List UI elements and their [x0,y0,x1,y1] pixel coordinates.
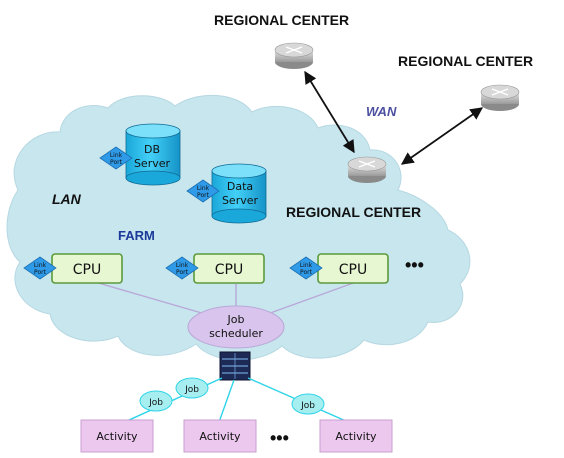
data-server-icon [211,163,267,224]
svg-text:Port: Port [34,269,47,276]
link-port-icon-cpu-2: Link Port [165,256,199,280]
job-scheduler-ellipse [187,305,285,349]
link-port-icon-data: Link Port [186,179,220,203]
more-cpus-ellipsis: ••• [405,255,424,275]
link-port-icon-cpu-1: Link Port [23,256,57,280]
job-label-3: Job [300,401,315,411]
db-server-icon [125,123,181,186]
db-server-label-line1: DB [144,143,160,156]
activity-box-2 [183,419,257,453]
job-bubble-2 [175,377,209,399]
job-label-1: Job [148,398,163,408]
svg-text:Port: Port [110,159,123,166]
job-scheduler-label-line2: scheduler [209,327,263,340]
svg-text:Port: Port [300,269,313,276]
svg-text:Link: Link [176,262,189,269]
activity-label-1: Activity [96,430,138,443]
svg-text:Link: Link [110,152,123,159]
wan-link-2 [400,107,484,165]
db-server-label-line2: Server [134,157,171,170]
cpu-link-1 [94,281,213,317]
job-bubble-3 [291,393,325,415]
svg-text:Link: Link [300,262,313,269]
svg-text:Port: Port [197,192,210,199]
link-port-icon-db: Link Port [99,146,133,170]
cpu-label-1: CPU [73,262,101,278]
regional-center-label-top: REGIONAL CENTER [214,12,349,28]
job-queue-icon [219,351,251,381]
wan-link-1 [304,70,355,154]
job-line-2 [217,379,235,426]
svg-text:Link: Link [197,185,210,192]
svg-text:Port: Port [176,269,189,276]
job-bubble-1 [139,390,173,412]
cpu-label-2: CPU [215,262,243,278]
job-scheduler-label-line1: Job [227,313,245,326]
link-port-icon-cpu-3: Link Port [289,256,323,280]
activity-label-3: Activity [335,430,377,443]
farm-label: FARM [118,228,155,243]
svg-text:Link: Link [34,262,47,269]
router-icon-top [274,42,314,69]
cpu-label-3: CPU [339,262,367,278]
lan-label: LAN [52,191,82,207]
more-activities-ellipsis: ••• [270,428,289,448]
router-icon-center [347,156,387,183]
regional-center-label-right: REGIONAL CENTER [398,53,533,69]
activity-label-2: Activity [199,430,241,443]
router-icon-right [480,84,520,111]
job-label-2: Job [184,385,199,395]
activity-box-3 [319,419,393,453]
data-server-label-line2: Server [222,194,259,207]
cpu-link-3 [261,281,357,317]
regional-center-label-center: REGIONAL CENTER [286,204,421,220]
wan-label: WAN [366,104,397,119]
activity-box-1 [80,419,154,453]
data-server-label-line1: Data [227,180,253,193]
